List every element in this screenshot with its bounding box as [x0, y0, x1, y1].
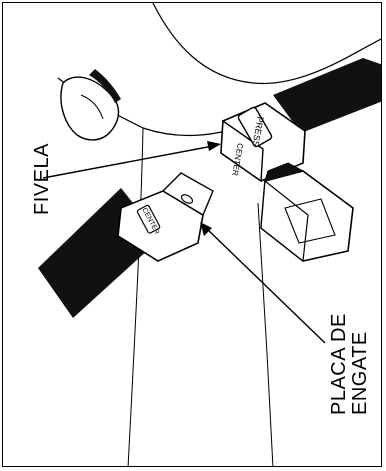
- seatbelt-illustration: PRESS CENTER CENTER: [38, 3, 381, 466]
- hand-outline: [60, 76, 120, 141]
- seat-edge-right: [257, 202, 274, 466]
- latch-plate-label-line2: ENGATE: [349, 331, 371, 415]
- finger-crease: [80, 94, 104, 120]
- latch-plate-label: PLACA DE ENGATE: [328, 305, 371, 415]
- seat-edge-left: [127, 127, 144, 466]
- latch-leader: [200, 222, 326, 344]
- buckle-label: FIVELA: [31, 143, 53, 215]
- buckle-body: PRESS CENTER: [220, 102, 306, 183]
- latch-plate-label-line1: PLACA DE: [328, 313, 350, 415]
- diagram-frame: PRESS CENTER CENTER FIVELA: [2, 2, 382, 467]
- finger-shade: [89, 69, 121, 103]
- shoulder-belt: [273, 58, 381, 133]
- buckle-anchor: [260, 162, 354, 263]
- buckle-leader: [42, 141, 221, 179]
- seat-contour-top: [152, 3, 381, 85]
- latch-plate: CENTER: [117, 172, 214, 262]
